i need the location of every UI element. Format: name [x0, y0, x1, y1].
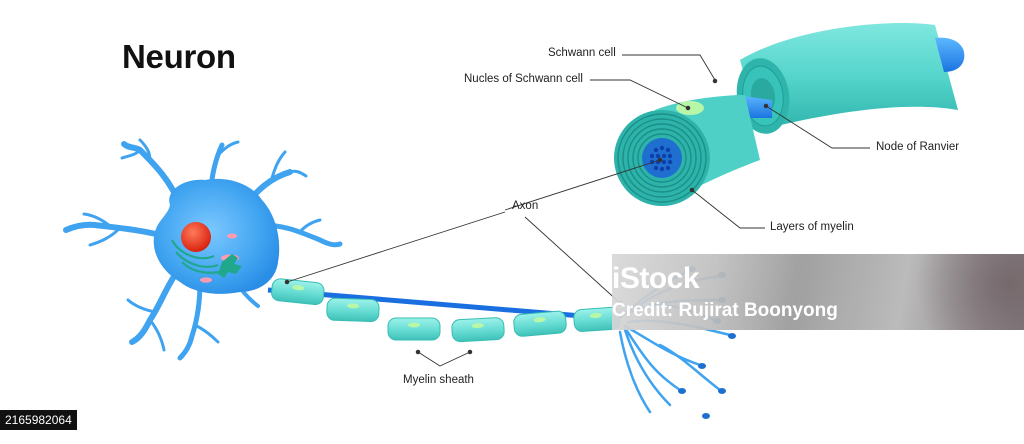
myelin-layers [617, 113, 707, 203]
myelin-segment [451, 317, 505, 343]
watermark-banner [612, 254, 1024, 330]
golgi-apparatus-icon [218, 254, 242, 278]
mitochondrion-icon [200, 277, 212, 283]
label-layers-of-myelin: Layers of myelin [770, 221, 854, 233]
myelin-segment [387, 317, 441, 341]
myelin-segment [326, 297, 380, 323]
watermark-brand: iStock [612, 262, 700, 295]
axon-core-cross-section [642, 138, 682, 178]
mitochondrion-icon [227, 233, 237, 239]
myelin-segment [271, 278, 325, 306]
page-title: Neuron [122, 38, 236, 75]
label-myelin-sheath: Myelin sheath [403, 374, 474, 386]
myelin-sheath-segments [271, 278, 621, 343]
label-nucleus-of-schwann-cell: Nucles of Schwann cell [464, 73, 583, 85]
nucleus-icon [181, 222, 211, 252]
stock-id-badge: 2165982064 [0, 410, 77, 430]
endoplasmic-reticulum-icon [171, 239, 221, 274]
label-axon: Axon [512, 200, 539, 212]
label-node-of-ranvier: Node of Ranvier [876, 141, 960, 153]
myelinated-axon-cross-section [614, 23, 965, 206]
watermark-credit: Credit: Rujirat Boonyong [612, 300, 838, 321]
myelin-segment [513, 310, 567, 337]
leader-lines [284, 54, 870, 367]
cell-body [153, 178, 280, 294]
label-schwann-cell: Schwann cell [548, 47, 616, 59]
